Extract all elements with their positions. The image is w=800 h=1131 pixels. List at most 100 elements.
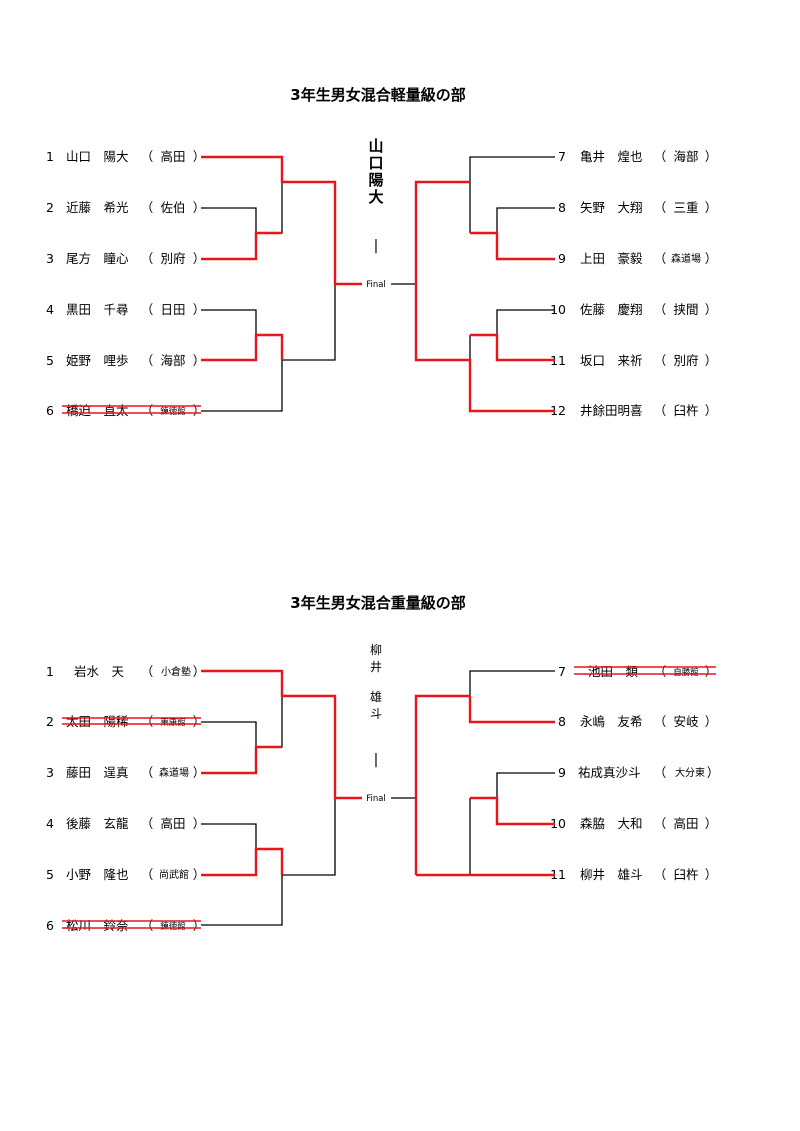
entry-school: 高田 [673, 816, 698, 831]
entry: 10 佐藤 慶翔 （ 挟間 ） [550, 302, 717, 317]
entry: 11 柳井 雄斗 （ 臼杵 ） [550, 867, 717, 882]
right-entries: 7 池田 類 （ 自勝館 ） 8 永嶋 友希 （ 安岐 ） 9 祐成真沙斗 （ … [550, 664, 719, 882]
entry-withdrawn: 6 松川 鈴奈 （ 錬徳館 ） [46, 918, 205, 933]
champion-char: 井 [370, 660, 382, 674]
entry-withdrawn: 2 太田 陽稀 （ 東康館 ） [46, 714, 205, 729]
entry-school: 別府 [160, 251, 185, 266]
entry-school: 別府 [673, 353, 698, 368]
entry-name: 井餘田明喜 [580, 403, 643, 418]
entry-open-paren: （ [141, 816, 154, 831]
entry-open-paren: （ [141, 765, 154, 780]
entry-seed: 1 [46, 149, 54, 164]
entry-close-paren: ） [705, 867, 718, 882]
entry: 10 森脇 大和 （ 高田 ） [550, 816, 717, 831]
entry-school: 森道場 [671, 252, 701, 265]
entry-seed: 11 [550, 867, 566, 882]
entry-open-paren: （ [141, 251, 154, 266]
bracket-heavyweight: 3年生男女混合重量級の部 1 岩水 天 （ 小倉塾 ） 2 太田 陽稀 （ 東康… [46, 594, 719, 933]
entry-school: 錬徳館 [160, 921, 186, 932]
entry: 4 後藤 玄龍 （ 高田 ） [46, 816, 205, 831]
final-label: Final [366, 794, 386, 804]
entry-open-paren: （ [654, 149, 667, 164]
entry-school: 高田 [160, 149, 185, 164]
entry-seed: 4 [46, 816, 54, 831]
bracket-title: 3年生男女混合軽量級の部 [290, 86, 465, 104]
entry-open-paren: （ [141, 353, 154, 368]
entry-close-paren: ） [705, 816, 718, 831]
entry-school: 挟間 [673, 302, 698, 317]
entry-school: 三重 [673, 200, 698, 215]
entry: 5 小野 隆也 （ 尚武館 ） [46, 867, 205, 882]
entry-close-paren: ） [193, 200, 206, 215]
entry-close-paren: ） [193, 867, 206, 882]
entry-seed: 9 [558, 765, 566, 780]
entry: 3 尾方 瞳心 （ 別府 ） [46, 251, 205, 266]
entry-open-paren: （ [654, 867, 667, 882]
entry-open-paren: （ [654, 200, 667, 215]
entry-name: 姫野 哩歩 [66, 353, 129, 368]
champion-char: 大 [368, 188, 383, 206]
right-entries: 7 亀井 煌也 （ 海部 ） 8 矢野 大翔 （ 三重 ） 9 上田 豪毅 （ … [550, 149, 717, 418]
left-entries: 1 岩水 天 （ 小倉塾 ） 2 太田 陽稀 （ 東康館 ） 3 藤田 逞真 （… [46, 664, 205, 933]
entry-school: 森道場 [159, 766, 189, 779]
entry-name: 亀井 煌也 [580, 149, 643, 164]
champion-char: 陽 [368, 171, 383, 189]
winner-lines [201, 669, 555, 877]
entry-seed: 6 [46, 403, 54, 418]
entry: 8 永嶋 友希 （ 安岐 ） [558, 714, 717, 729]
entry-seed: 8 [558, 714, 566, 729]
entry-name: 近藤 希光 [66, 200, 129, 215]
entry-open-paren: （ [141, 714, 154, 729]
entry: 8 矢野 大翔 （ 三重 ） [558, 200, 717, 215]
entry-seed: 8 [558, 200, 566, 215]
champion-name: 山 口 陽 大 | [368, 137, 383, 254]
entry-seed: 1 [46, 664, 54, 679]
entry-name: 後藤 玄龍 [66, 816, 129, 831]
winner-lines [201, 155, 555, 413]
entry-school: 大分東 [675, 766, 705, 779]
entry-open-paren: （ [141, 302, 154, 317]
entry-open-paren: （ [654, 302, 667, 317]
entry-school: 臼杵 [673, 867, 699, 882]
bracket-lines [201, 156, 555, 412]
entry-close-paren: ） [193, 149, 206, 164]
bracket-title: 3年生男女混合重量級の部 [290, 594, 465, 612]
entry-seed: 3 [46, 765, 54, 780]
entry-close-paren: ） [705, 403, 718, 418]
entry-seed: 7 [558, 664, 566, 679]
entry: 1 岩水 天 （ 小倉塾 ） [46, 664, 205, 679]
champion-name: 柳 井 雄 斗 | [370, 643, 382, 768]
entry: 9 祐成真沙斗 （ 大分東 ） [558, 765, 719, 780]
entry-open-paren: （ [141, 200, 154, 215]
champion-char: 山 [368, 137, 383, 155]
entry-seed: 2 [46, 714, 54, 729]
entry-seed: 4 [46, 302, 54, 317]
entry-name: 岩水 天 [74, 664, 125, 679]
final-label: Final [366, 280, 386, 290]
entry-open-paren: （ [654, 403, 667, 418]
entry: 12 井餘田明喜 （ 臼杵 ） [550, 403, 717, 418]
entry-seed: 12 [550, 403, 566, 418]
entry-seed: 11 [550, 353, 566, 368]
entry-withdrawn: 6 橋迫 直太 （ 錬徳館 ） [46, 403, 205, 418]
entry-name: 坂口 来祈 [580, 353, 643, 368]
entry-close-paren: ） [193, 302, 206, 317]
entry-school: 日田 [160, 302, 185, 317]
entry-name: 上田 豪毅 [580, 251, 643, 266]
entry-open-paren: （ [141, 149, 154, 164]
entry-seed: 9 [558, 251, 566, 266]
entry-school: 臼杵 [673, 403, 699, 418]
entry-open-paren: （ [654, 251, 667, 266]
entry-close-paren: ） [705, 714, 718, 729]
entry-seed: 10 [550, 816, 566, 831]
entry-name: 太田 陽稀 [66, 714, 129, 729]
entry-name: 藤田 逞真 [66, 765, 129, 780]
entry: 7 亀井 煌也 （ 海部 ） [558, 149, 717, 164]
entry-open-paren: （ [654, 353, 667, 368]
entry-seed: 5 [46, 867, 54, 882]
entry-name: 森脇 大和 [580, 816, 643, 831]
entry-seed: 3 [46, 251, 54, 266]
entry-seed: 5 [46, 353, 54, 368]
entry-open-paren: （ [141, 664, 154, 679]
